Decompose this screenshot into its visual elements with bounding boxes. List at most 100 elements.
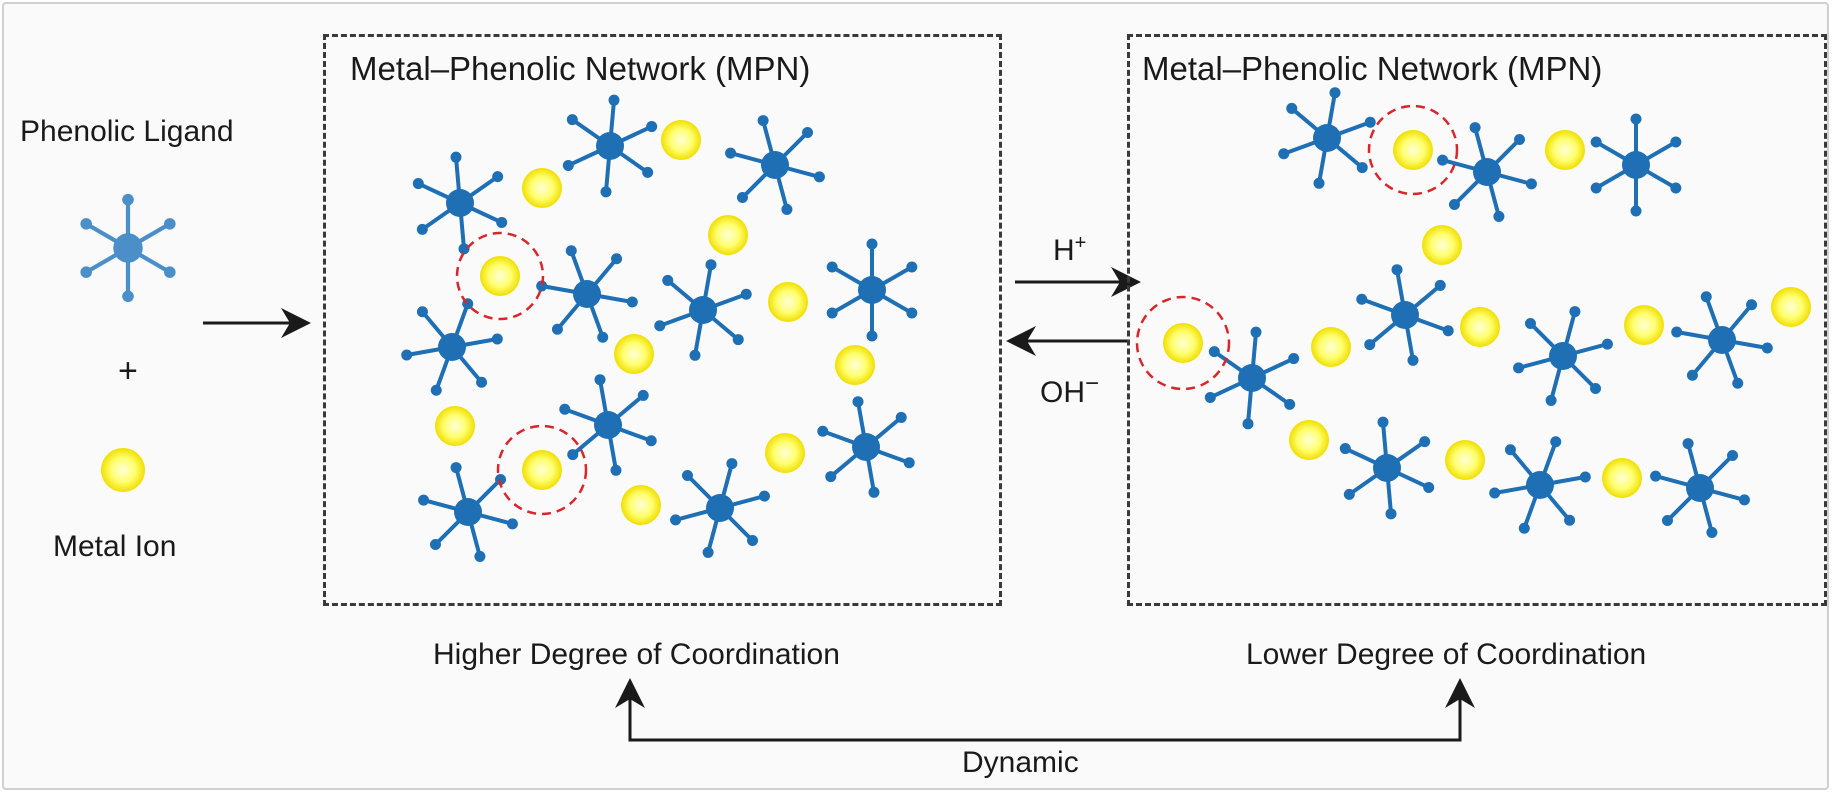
ligand-core <box>1549 342 1577 370</box>
ligand-label: Phenolic Ligand <box>20 115 234 148</box>
right-panel-title: Metal–Phenolic Network (MPN) <box>1142 50 1603 87</box>
ligand-arm-tip <box>458 243 470 255</box>
ligand-arm-tip <box>1700 291 1712 303</box>
phenolic-ligand <box>562 94 658 198</box>
ligand-arm-tip <box>1706 526 1718 538</box>
phenolic-ligand <box>725 115 825 215</box>
ligand-arm-tip <box>662 274 674 286</box>
metal-ion <box>708 215 748 255</box>
ligand-arm-tip <box>726 458 738 470</box>
ligand-arm-tip <box>1242 418 1254 430</box>
left-caption: Higher Degree of Coordination <box>433 638 840 671</box>
metal-ion <box>1422 225 1462 265</box>
ligand-arm-tip <box>551 323 563 335</box>
ligand-arm-tip <box>450 462 462 474</box>
ligand-arm-tip <box>416 223 428 235</box>
ligand-core <box>761 151 789 179</box>
left-panel-box <box>323 34 1002 606</box>
ligand-core <box>1391 301 1419 329</box>
ligand-arm-tip <box>654 320 666 332</box>
right-caption: Lower Degree of Coordination <box>1246 638 1647 671</box>
ligand-arm-tip <box>758 490 770 502</box>
ligand-core <box>1313 124 1341 152</box>
ligand-arm-tip <box>1208 346 1220 358</box>
ligand-arm-tip <box>826 307 838 319</box>
ligand-arm-tip <box>1423 481 1435 493</box>
metal-ion <box>1393 130 1433 170</box>
ligand-arm-tip <box>1661 515 1673 527</box>
ligand-arm-tip <box>1746 299 1758 311</box>
ligand-arm-tip <box>559 403 571 415</box>
ligand-arm-tip <box>1761 342 1773 354</box>
ligand-arm-tip <box>645 435 657 447</box>
ligand-arm-tip <box>826 261 838 273</box>
metal-ion <box>768 282 808 322</box>
ligand-core <box>1238 364 1266 392</box>
ligand-core <box>113 233 143 263</box>
ligand-arm-tip <box>757 115 769 127</box>
ligand-arm-tip <box>1686 369 1698 381</box>
ligand-arm-tip <box>1313 177 1325 189</box>
ligand-arm-tip <box>80 266 92 278</box>
ligand-arm-tip <box>492 171 504 183</box>
ligand-arm-tip <box>164 218 176 230</box>
ligand-arm-tip <box>732 334 744 346</box>
ligand-core <box>454 498 482 526</box>
ligand-arm-tip <box>80 218 92 230</box>
metal-ion <box>480 256 520 296</box>
metal-ion <box>1771 287 1811 327</box>
ligand-core <box>596 132 624 160</box>
ligand-arm-tip <box>1732 377 1744 389</box>
metal-ion <box>1445 440 1485 480</box>
metal-ion <box>1624 305 1664 345</box>
ligand-arm-tip <box>1489 487 1501 499</box>
metal-ion <box>522 168 562 208</box>
forward-label-sup: + <box>1074 232 1087 254</box>
phenolic-ligand <box>654 259 752 361</box>
phenolic-ligand <box>1204 326 1300 430</box>
phenolic-ligand <box>670 458 770 558</box>
ligand-arm-tip <box>1601 338 1613 350</box>
metal-ion <box>1163 323 1203 363</box>
ligand-arm-tip <box>164 266 176 278</box>
ligand-arm-tip <box>412 178 424 190</box>
ligand-arm-tip <box>1670 182 1682 194</box>
ligand-core <box>446 189 474 217</box>
ligand-arm-tip <box>1590 182 1602 194</box>
phenolic-ligand <box>1339 416 1435 520</box>
ligand-core <box>594 411 622 439</box>
phenolic-ligand <box>401 298 503 396</box>
ligand-arm-tip <box>1579 471 1591 483</box>
ligand-arm-tip <box>681 469 693 481</box>
ligand-arm-tip <box>1738 494 1750 506</box>
ligand-arm-tip <box>597 331 609 343</box>
ligand-arm-tip <box>895 411 907 423</box>
metal-ion <box>1460 307 1500 347</box>
metal-ion-label: Metal Ion <box>53 530 177 563</box>
phenolic-ligand <box>1356 264 1454 366</box>
ligand-arm-tip <box>1630 205 1642 217</box>
ligand-arm-tip <box>1204 391 1216 403</box>
ligand-arm-tip <box>1377 416 1389 428</box>
ligand-arm-tip <box>430 384 442 396</box>
ligand-arm-tip <box>566 114 578 126</box>
ligand-arm-tip <box>474 550 486 562</box>
ligand-arm-tip <box>802 126 814 138</box>
ligand-arm-tip <box>611 253 623 265</box>
left-panel-title: Metal–Phenolic Network (MPN) <box>350 50 811 87</box>
phenolic-ligand <box>1671 291 1773 389</box>
ligand-arm-tip <box>1288 353 1300 365</box>
phenolic-ligand <box>80 193 176 303</box>
ligand-arm-tip <box>610 464 622 476</box>
phenolic-ligand <box>412 151 508 255</box>
ligand-arm-tip <box>1469 122 1481 134</box>
ligand-core <box>689 296 717 324</box>
ligand-arm-tip <box>637 389 649 401</box>
ligand-arm-tip <box>1278 148 1290 160</box>
ligand-core <box>1373 454 1401 482</box>
ligand-arm-tip <box>1442 325 1454 337</box>
ligand-arm-tip <box>1630 113 1642 125</box>
phenolic-ligand <box>817 396 915 498</box>
ligand-core <box>438 333 466 361</box>
